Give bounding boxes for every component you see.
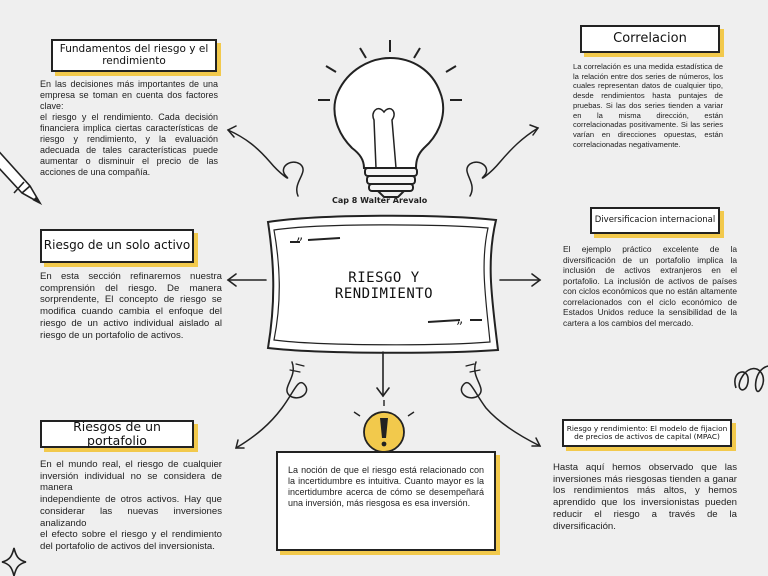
mpac-title-box: Riesgo y rendimiento: El modelo de fijac… — [562, 419, 732, 447]
riesgo-solo-title: Riesgo de un solo activo — [43, 238, 191, 253]
correlacion-title: Correlacion — [613, 30, 687, 46]
connector-arrows — [226, 273, 542, 398]
light-bulb-icon — [318, 40, 462, 198]
mpac-title: Riesgo y rendimiento: El modelo de fijac… — [566, 423, 728, 441]
author-label: Cap 8 Walter Arevalo — [332, 196, 428, 205]
correlacion-title-box: Correlacion — [580, 25, 720, 53]
fundamentos-title-box: Fundamentos del riesgo y el rendimiento — [51, 39, 217, 72]
mpac-text: Hasta aquí hemos observado que las inver… — [553, 462, 737, 532]
curly-arrows — [226, 124, 542, 449]
nocion-text: La noción de que el riesgo está relacion… — [288, 465, 484, 508]
riesgo-solo-text: En esta sección refinaremos nuestra comp… — [40, 271, 222, 341]
diversificacion-title-box: Diversificacion internacional — [590, 207, 720, 234]
center-frame: ” ” — [266, 214, 500, 354]
portafolio-text: En el mundo real, el riesgo de cualquier… — [40, 459, 222, 552]
squiggle-decoration — [734, 365, 768, 393]
correlacion-text: La correlación es una medida estadística… — [573, 62, 723, 149]
portafolio-title-box: Riesgos de un portafolio — [40, 420, 194, 448]
sparkle-icon — [1, 547, 27, 576]
fundamentos-title: Fundamentos del riesgo y el rendimiento — [59, 42, 209, 67]
portafolio-title: Riesgos de un portafolio — [73, 419, 161, 448]
pencil-icon — [0, 151, 43, 206]
riesgo-solo-title-box: Riesgo de un solo activo — [40, 229, 194, 263]
diversificacion-title: Diversificacion internacional — [594, 214, 716, 225]
fundamentos-text: En las decisiones más importantes de una… — [40, 79, 218, 177]
warning-icon — [353, 400, 415, 453]
svg-text:”: ” — [456, 320, 463, 336]
nocion-box: La noción de que el riesgo está relacion… — [276, 451, 496, 551]
svg-text:”: ” — [296, 236, 303, 252]
diversificacion-text: El ejemplo práctico excelente de la dive… — [563, 244, 737, 329]
center-title: RIESGO Y RENDIMIENTO — [334, 270, 434, 302]
